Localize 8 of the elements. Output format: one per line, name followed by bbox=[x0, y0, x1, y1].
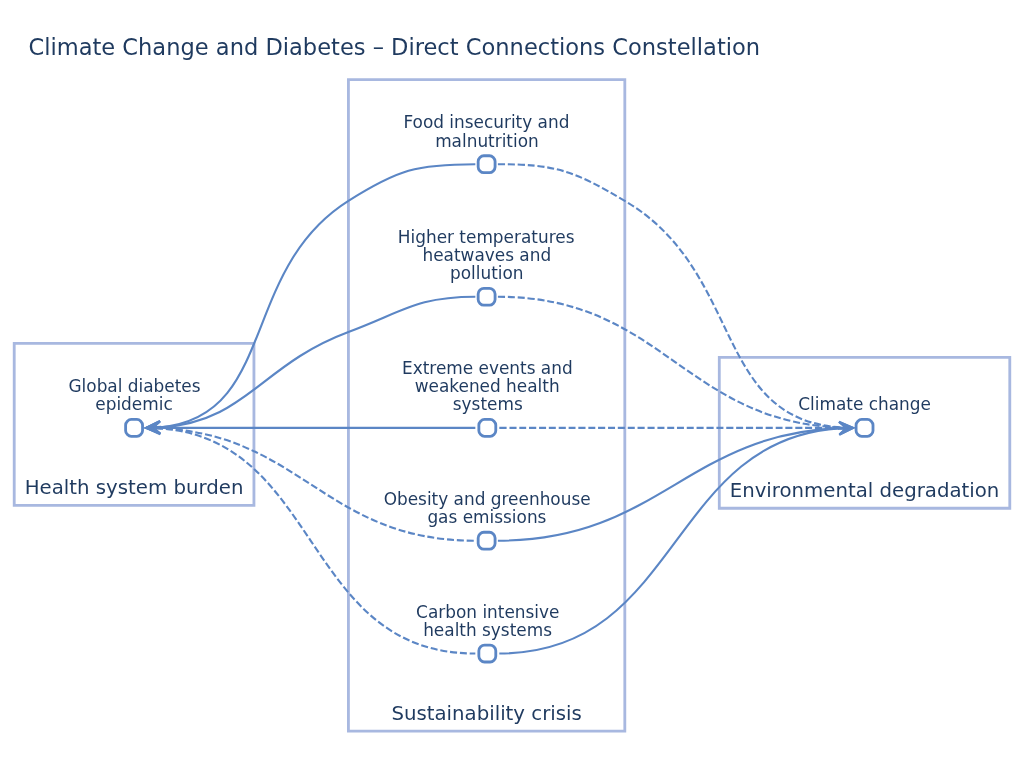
node-label: Food insecurity and malnutrition bbox=[403, 112, 570, 151]
node-label: Global diabetes epidemic bbox=[68, 376, 201, 415]
diagram-title: Climate Change and Diabetes – Direct Connections Constellation bbox=[28, 34, 761, 61]
node-label: Higher temperatures heatwaves and pollution bbox=[397, 226, 575, 284]
node-label: Extreme events and weakened health systems bbox=[402, 357, 573, 415]
node-label: Climate change bbox=[798, 394, 931, 415]
node-label: Obesity and greenhouse gas emissions bbox=[383, 488, 591, 528]
node-label: Carbon intensive health systems bbox=[416, 601, 560, 641]
